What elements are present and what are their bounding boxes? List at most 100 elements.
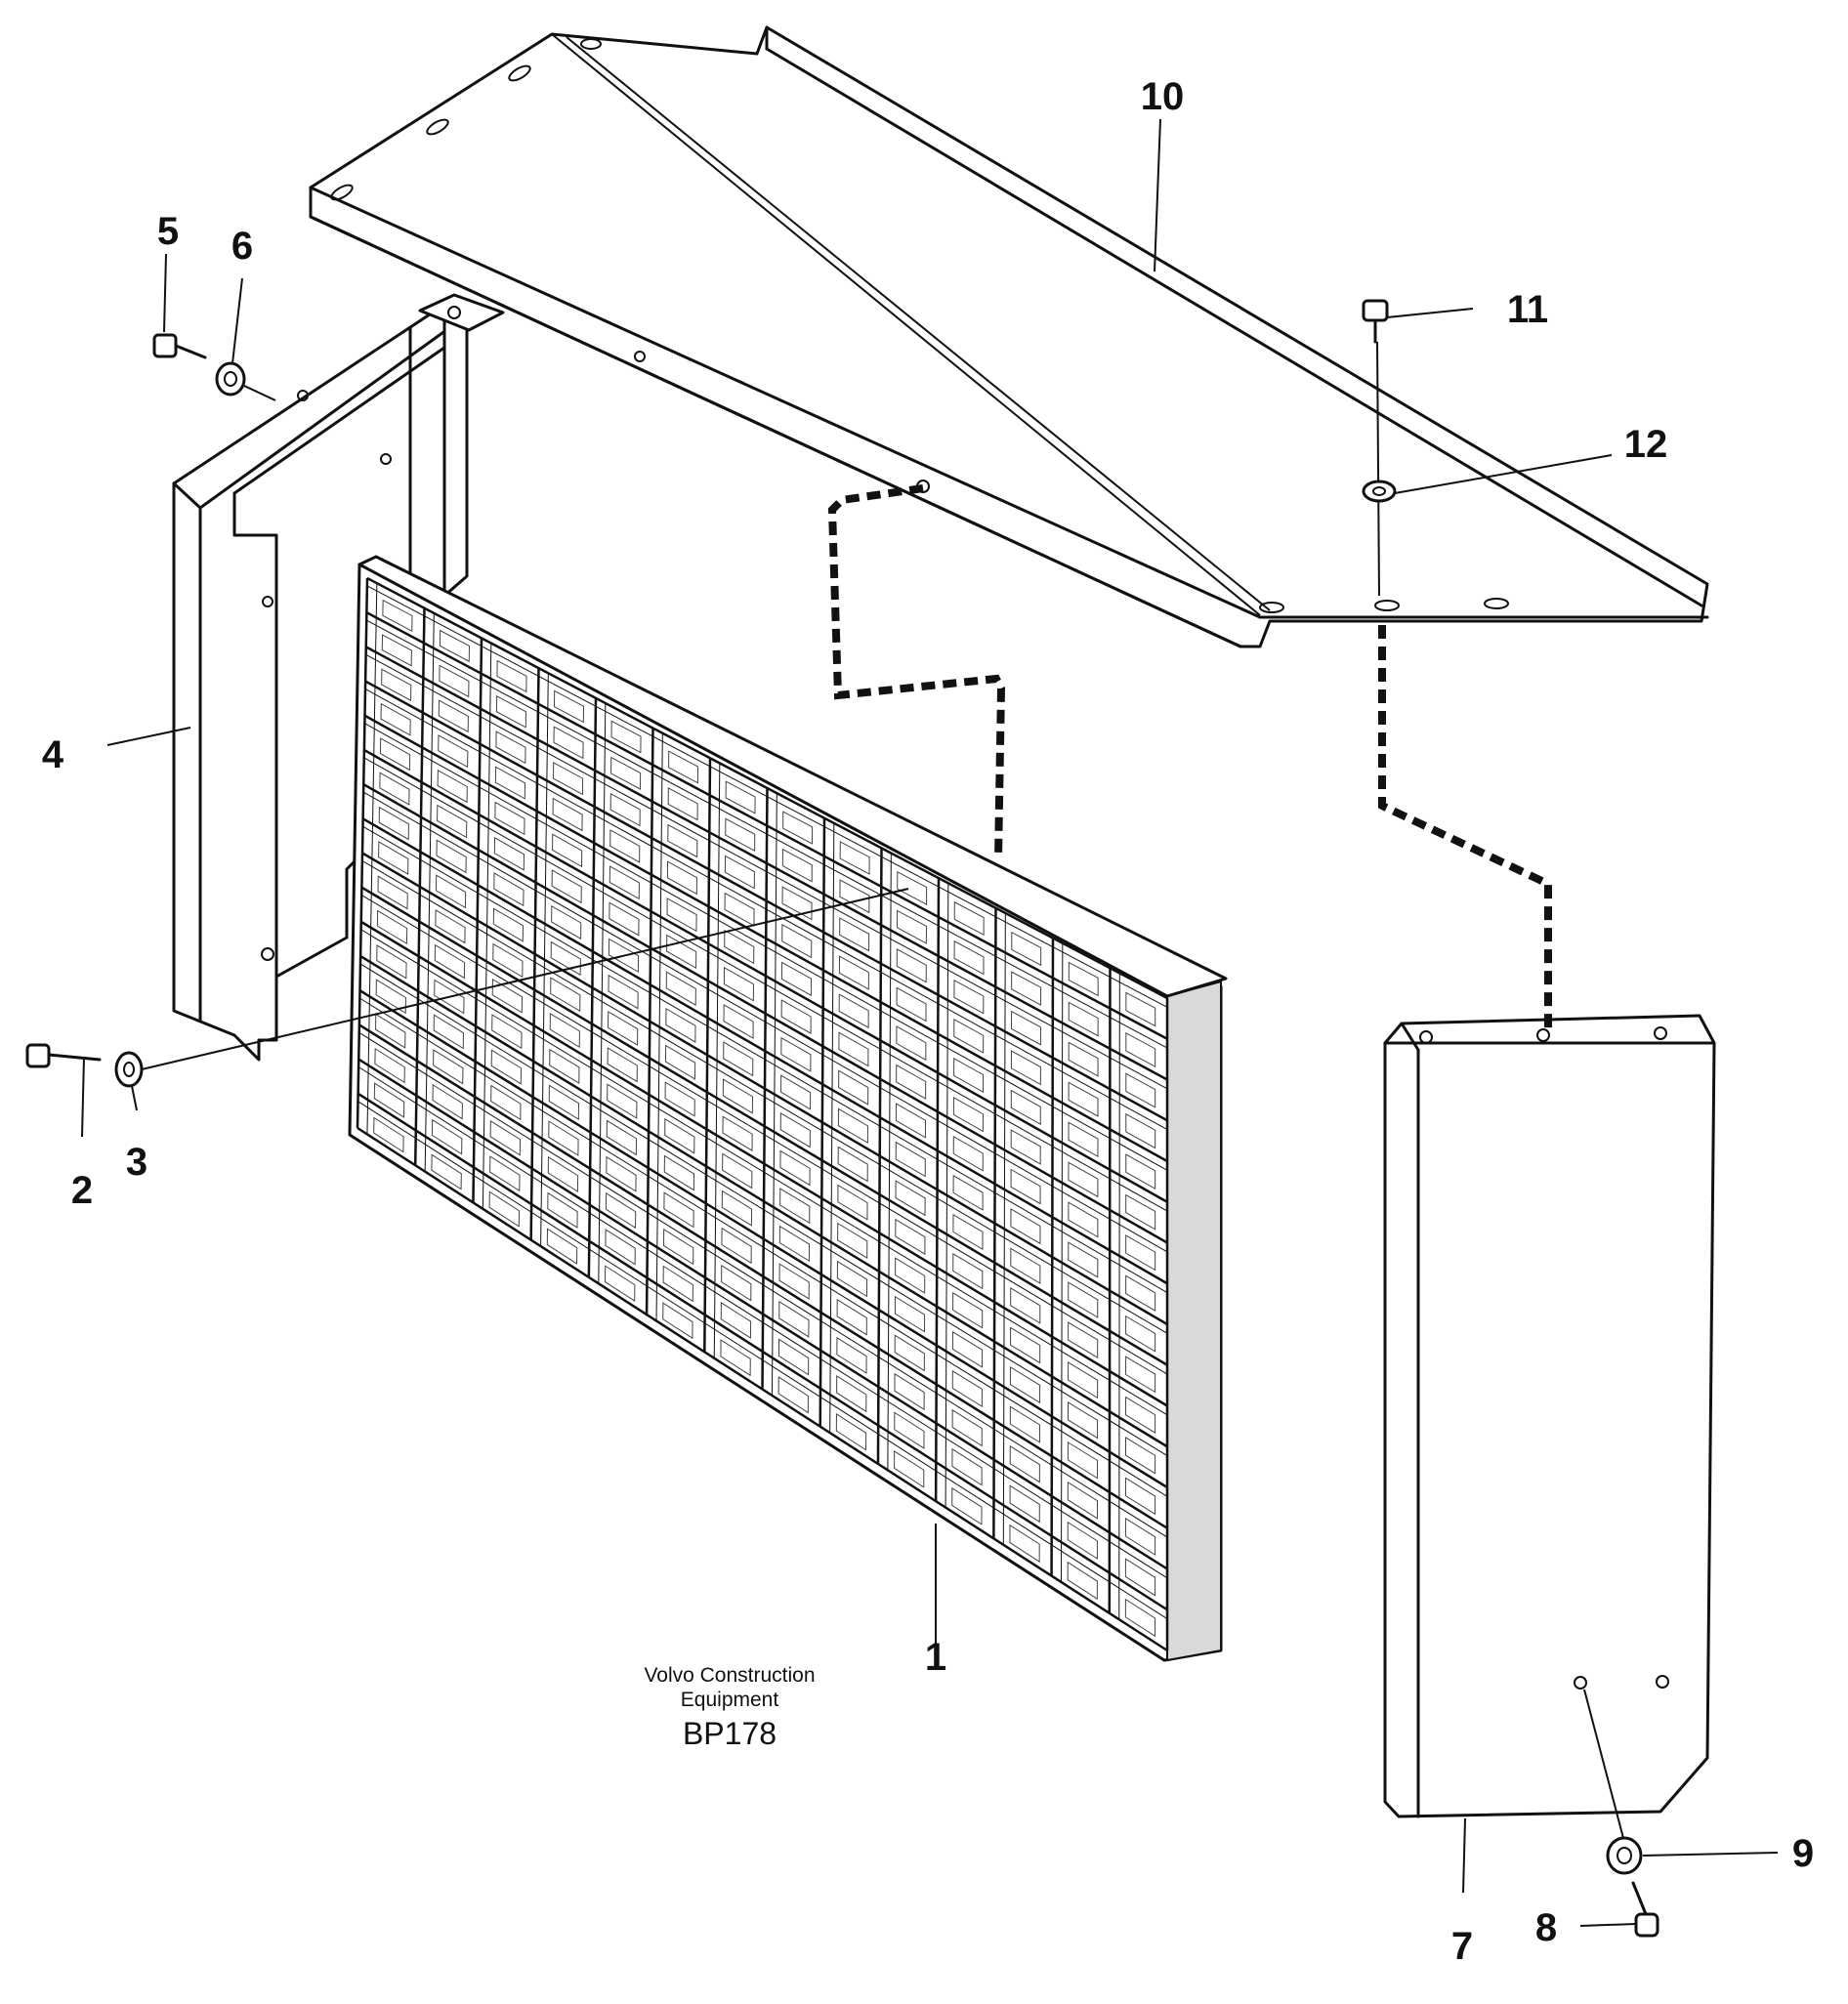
grille-cell: [377, 875, 408, 910]
grille-cell: [378, 841, 409, 875]
grille-cell: [895, 1257, 926, 1294]
grille-cell: [1067, 1401, 1099, 1440]
grille-cell: [951, 1330, 984, 1368]
grille-cell: [1125, 1356, 1156, 1394]
grille-bar: [364, 680, 1168, 1122]
grille-cell: [431, 1153, 462, 1190]
grille-cell: [1009, 1444, 1040, 1483]
grille-cell: [1124, 1517, 1156, 1556]
caption-line-1: Volvo Construction: [644, 1664, 815, 1687]
grille-cell: [552, 797, 583, 832]
grille-cell: [376, 944, 407, 980]
grille-cell: [839, 841, 870, 875]
grille-cell: [436, 839, 467, 874]
grille-cell: [721, 1227, 752, 1265]
grille-cell: [897, 871, 928, 905]
grille-cell: [895, 1218, 926, 1255]
grille-cell: [551, 869, 582, 904]
grille-cell: [1125, 1315, 1156, 1353]
grille-cell: [953, 1057, 985, 1094]
callout-4: 4: [42, 733, 64, 776]
grille-cell: [720, 1339, 751, 1377]
grille-cell: [489, 1155, 521, 1192]
grille-cell: [490, 1084, 522, 1121]
grille-cell: [1124, 1437, 1156, 1475]
grille-cell: [1068, 1281, 1099, 1318]
callout-1: 1: [925, 1636, 946, 1679]
hardware: [25, 299, 1659, 1938]
grille-cell: [952, 1096, 984, 1133]
grille-cell: [896, 986, 927, 1023]
callout-8: 8: [1535, 1906, 1557, 1949]
grille-bar: [363, 748, 1168, 1203]
grille-cell: [1009, 1365, 1041, 1404]
grille-cell: [777, 1338, 810, 1376]
grille-cell: [1011, 1010, 1041, 1046]
grille-cell: [548, 1120, 579, 1156]
grille-cell: [434, 979, 465, 1015]
grille-cell: [439, 629, 471, 663]
grille-cell: [1009, 1524, 1040, 1563]
grille-cell: [723, 1004, 754, 1039]
leader-lines: [81, 118, 1779, 1927]
grille-cell: [779, 1188, 811, 1225]
grille-cell: [493, 836, 525, 871]
grille-bar: [363, 714, 1168, 1163]
grille-cell: [434, 943, 466, 980]
grille-cell: [1068, 1041, 1099, 1077]
grille-cell: [1009, 1484, 1040, 1524]
grille-bar: [357, 1092, 1168, 1611]
side-panel-fastener-path: [1378, 625, 1552, 1030]
grille-cell: [664, 1044, 696, 1080]
grille-cell: [378, 806, 409, 841]
grille-cell: [1125, 991, 1156, 1027]
grille-bar: [358, 1031, 1168, 1538]
grille-cell: [437, 769, 468, 804]
grille-bar: [362, 783, 1168, 1244]
caption-line-2: Equipment: [681, 1689, 779, 1711]
grille-cell: [839, 879, 870, 914]
grille-cell: [549, 1013, 580, 1049]
grille-cell: [780, 1074, 812, 1110]
grille-cell: [1068, 1161, 1099, 1198]
callout-9: 9: [1792, 1832, 1814, 1875]
grille-bar: [359, 954, 1168, 1448]
grille-cell: [837, 1222, 868, 1259]
grille-cell: [662, 1265, 693, 1303]
grille-cell: [724, 855, 755, 890]
grille-fastener-path: [827, 484, 1006, 860]
washer-3: [114, 1051, 144, 1088]
grille-cell: [894, 1372, 925, 1411]
grille-cell: [725, 780, 756, 814]
callout-2: 2: [71, 1169, 93, 1212]
grille-cell: [494, 766, 526, 800]
grille-bar: [362, 825, 1168, 1294]
grille-cell: [438, 699, 469, 733]
grille-cell: [896, 1025, 927, 1062]
grille-bar: [363, 757, 1168, 1212]
grille-cell: [1009, 1405, 1040, 1443]
grille-cell: [778, 1263, 810, 1300]
callout-12: 12: [1624, 423, 1668, 466]
grille-cell: [665, 971, 696, 1006]
grille-cell: [431, 1118, 463, 1155]
grille-cell: [1010, 1089, 1041, 1126]
grille-cell: [838, 1031, 869, 1067]
grille-cell: [496, 659, 527, 693]
grille-cell: [605, 1191, 637, 1230]
grille-cell: [1068, 1081, 1099, 1117]
callout-6: 6: [231, 225, 253, 268]
grille-cell: [722, 1152, 753, 1190]
grille-cell: [433, 1014, 465, 1050]
grille-cell: [1125, 1234, 1156, 1272]
grille-cell: [552, 833, 583, 868]
grille-cell: [836, 1336, 867, 1374]
grille-cell: [550, 977, 581, 1013]
grille-cell: [609, 829, 641, 863]
grille-cell: [666, 860, 697, 896]
grille-cell: [610, 756, 642, 790]
grille-cell: [1010, 1050, 1041, 1086]
grille-cell: [666, 898, 697, 933]
grille-bar: [365, 653, 1168, 1090]
grille-cell: [662, 1228, 694, 1266]
